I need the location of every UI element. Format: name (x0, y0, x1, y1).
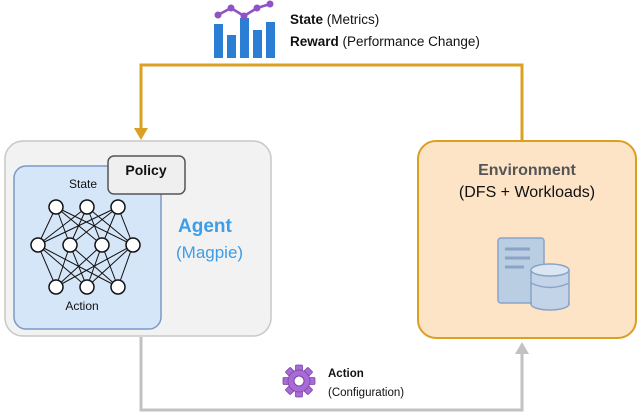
state-detail: (Metrics) (326, 12, 380, 27)
action-arrowhead (515, 342, 529, 354)
nn-node (30, 237, 46, 253)
environment-title: Environment (478, 162, 576, 179)
server-database-icon (497, 237, 570, 311)
agent-subtitle: (Magpie) (176, 243, 244, 262)
policy-label: Policy (125, 162, 167, 178)
action-arrow (139, 337, 524, 412)
gear-icon (282, 364, 316, 398)
reward-detail: (Performance Change) (342, 34, 480, 49)
nn-node (79, 279, 95, 295)
action-title: Action (328, 368, 364, 380)
state-reward-arrowhead (134, 128, 148, 140)
nn-node (110, 279, 126, 295)
policy-box (107, 155, 186, 195)
neural-network-nodes (30, 199, 141, 295)
reward-label: Reward (Performance Change) (290, 34, 480, 49)
nn-input-label: State (68, 177, 98, 191)
nn-node (110, 199, 126, 215)
nn-node (48, 279, 64, 295)
nn-node (79, 199, 95, 215)
state-title: State (290, 12, 324, 27)
nn-node (48, 199, 64, 215)
nn-output-label: Action (65, 299, 99, 313)
reward-title: Reward (290, 34, 339, 49)
environment-subtitle: (DFS + Workloads) (458, 184, 596, 201)
bar-chart-line-icon (214, 0, 275, 58)
state-reward-arrow (139, 63, 524, 140)
nn-node (94, 237, 110, 253)
nn-node (62, 237, 78, 253)
state-metrics-label: State (Metrics) (290, 12, 379, 27)
agent-title: Agent (178, 216, 232, 237)
action-detail: (Configuration) (328, 387, 405, 399)
nn-node (125, 237, 141, 253)
